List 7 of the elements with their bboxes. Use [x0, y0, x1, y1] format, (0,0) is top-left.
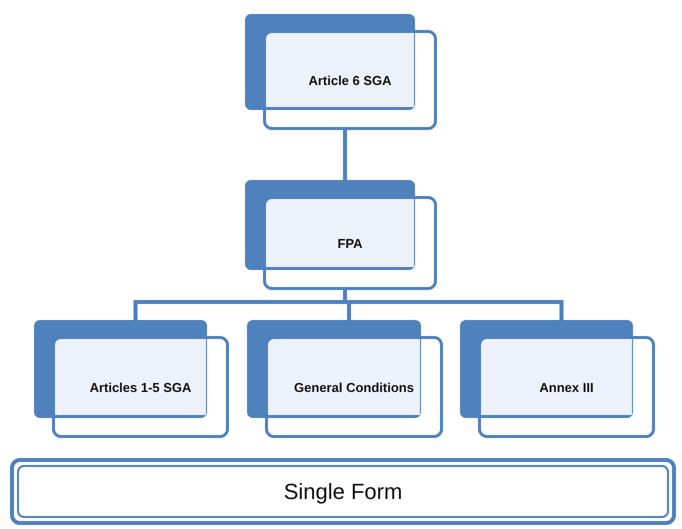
box-label: Article 6 SGA [308, 72, 392, 88]
box-label: Annex III [539, 380, 594, 394]
connector-line [343, 130, 347, 180]
box-label: FPA [337, 236, 363, 250]
box-label: General Conditions [294, 380, 414, 394]
banner-label: Single Form [284, 478, 402, 504]
box-label: Articles 1-5 SGA [90, 380, 192, 394]
